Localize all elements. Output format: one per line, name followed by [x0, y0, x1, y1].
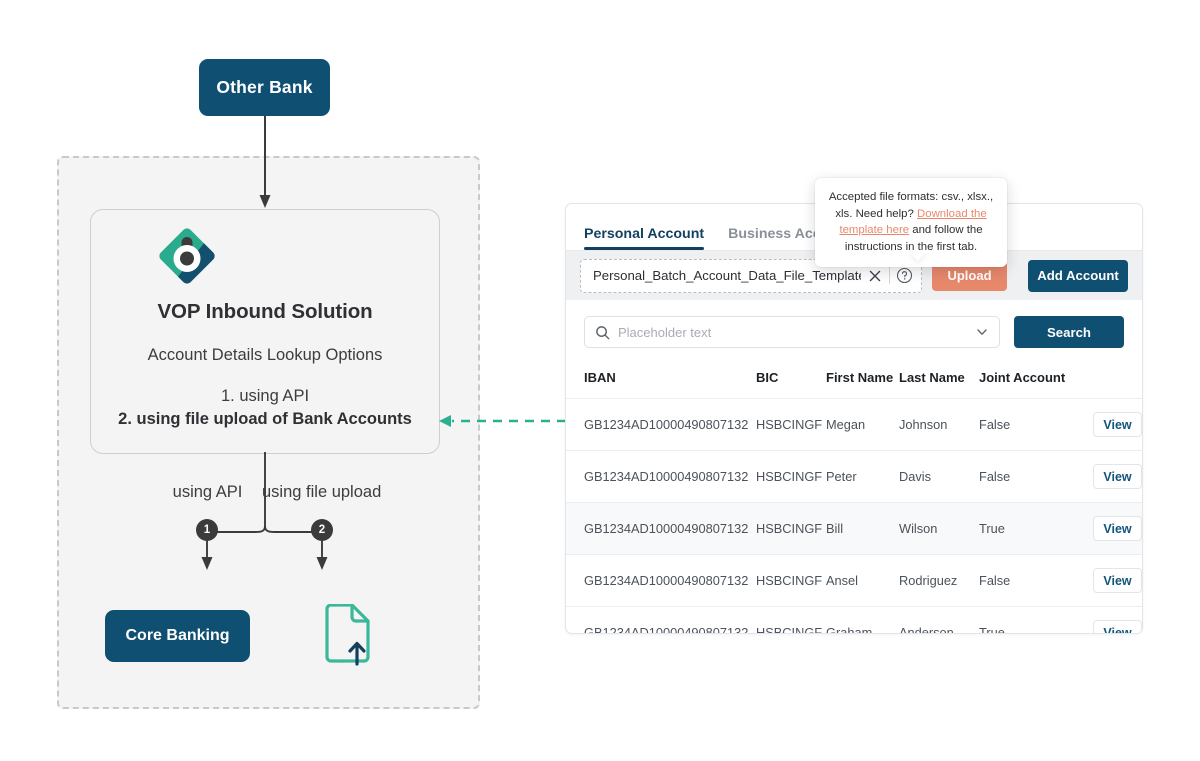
vop-option-api: 1. using API: [220, 387, 310, 405]
search-placeholder: Placeholder text: [618, 324, 712, 340]
column-header-first-name: First Name: [826, 370, 894, 385]
file-name-value: Personal_Batch_Account_Data_File_Templat…: [593, 268, 861, 283]
cell-action: View: [1074, 554, 1142, 607]
cell-action: View: [1074, 502, 1142, 555]
column-header-bic: BIC: [756, 370, 779, 385]
table-header-row: IBAN BIC First Name Last Name Joint Acco…: [566, 362, 1142, 399]
cell-bic: HSBCINGF: [756, 502, 826, 555]
step-badge-1: 1: [196, 519, 218, 541]
cell-iban: GB1234AD10000490807132: [566, 606, 756, 633]
accounts-panel: Personal Account Business Account Person…: [565, 203, 1143, 634]
cell-bic: HSBCINGF: [756, 398, 826, 451]
view-button[interactable]: View: [1093, 620, 1142, 633]
core-banking-node: Core Banking: [105, 610, 250, 662]
cell-bic: HSBCINGF: [756, 450, 826, 503]
cell-joint-account: False: [979, 554, 1074, 607]
cell-action: View: [1074, 398, 1142, 451]
cell-iban: GB1234AD10000490807132: [566, 502, 756, 555]
view-button[interactable]: View: [1093, 464, 1142, 489]
vop-title: VOP Inbound Solution: [157, 300, 373, 323]
tooltip-line-1: Accepted file formats: csv., xlsx., xls.: [828, 191, 994, 220]
branch-label-api: using API: [172, 483, 243, 501]
cell-joint-account: True: [979, 502, 1074, 555]
cell-last-name: Anderson: [899, 606, 979, 633]
other-bank-label: Other Bank: [216, 77, 313, 97]
column-header-iban: IBAN: [584, 370, 616, 385]
cell-action: View: [1074, 450, 1142, 503]
branch-connector: [201, 452, 328, 570]
arrow-other-bank-to-vop: [259, 116, 271, 208]
download-template-link[interactable]: Download the template here: [839, 207, 987, 237]
chevron-down-icon[interactable]: [975, 325, 989, 339]
cell-iban: GB1234AD10000490807132: [566, 398, 756, 451]
search-icon: [596, 325, 610, 339]
tooltip-pointer: [909, 251, 927, 261]
cell-last-name: Rodriguez: [899, 554, 979, 607]
cell-last-name: Davis: [899, 450, 979, 503]
search-toolbar: Placeholder text Search: [566, 300, 1142, 348]
cell-joint-account: False: [979, 398, 1074, 451]
tooltip-line-2-prefix: Need help?: [855, 207, 918, 220]
vop-subtitle: Account Details Lookup Options: [147, 346, 383, 364]
cell-joint-account: False: [979, 450, 1074, 503]
close-x-icon[interactable]: [867, 268, 883, 284]
tab-personal-account[interactable]: Personal Account: [584, 226, 705, 250]
cell-first-name: Megan: [826, 398, 899, 451]
vop-inbound-solution-card: [90, 209, 440, 454]
divider: [889, 267, 890, 284]
file-input[interactable]: Personal_Batch_Account_Data_File_Templat…: [580, 258, 922, 293]
cell-first-name: Graham: [826, 606, 899, 633]
add-account-button[interactable]: Add Account: [1028, 259, 1128, 292]
cell-bic: HSBCINGF: [756, 606, 826, 633]
search-input[interactable]: Placeholder text: [584, 316, 1000, 348]
cell-iban: GB1234AD10000490807132: [566, 450, 756, 503]
column-header-last-name: Last Name: [899, 370, 965, 385]
question-circle-icon[interactable]: [896, 267, 913, 284]
cell-last-name: Johnson: [899, 398, 979, 451]
accounts-table: IBAN BIC First Name Last Name Joint Acco…: [566, 362, 1142, 633]
core-banking-label: Core Banking: [125, 627, 230, 644]
view-button[interactable]: View: [1093, 412, 1142, 437]
cell-first-name: Peter: [826, 450, 899, 503]
brand-b-diamond-logo: [157, 226, 217, 286]
vop-option-file-upload: 2. using file upload of Bank Accounts: [118, 410, 412, 428]
tooltip-line-2-suffix: and follow the instructions in the first…: [844, 224, 983, 253]
cell-action: View: [1074, 606, 1142, 633]
file-upload-data-flow-arrow: [439, 415, 566, 427]
cell-bic: HSBCINGF: [756, 554, 826, 607]
view-button[interactable]: View: [1093, 568, 1142, 593]
cell-last-name: Wilson: [899, 502, 979, 555]
column-header-joint-account: Joint Account: [979, 370, 1066, 385]
view-button[interactable]: View: [1093, 516, 1142, 541]
cell-first-name: Bill: [826, 502, 899, 555]
column-header-actions: [1074, 362, 1142, 399]
cell-iban: GB1234AD10000490807132: [566, 554, 756, 607]
step-badge-2: 2: [311, 519, 333, 541]
search-button[interactable]: Search: [1014, 316, 1124, 348]
file-format-tooltip: Accepted file formats: csv., xlsx., xls.…: [815, 178, 1007, 267]
file-upload-icon: [325, 604, 370, 666]
cell-joint-account: True: [979, 606, 1074, 633]
other-bank-node: Other Bank: [199, 59, 330, 116]
branch-label-file-upload: using file upload: [262, 483, 382, 501]
cell-first-name: Ansel: [826, 554, 899, 607]
